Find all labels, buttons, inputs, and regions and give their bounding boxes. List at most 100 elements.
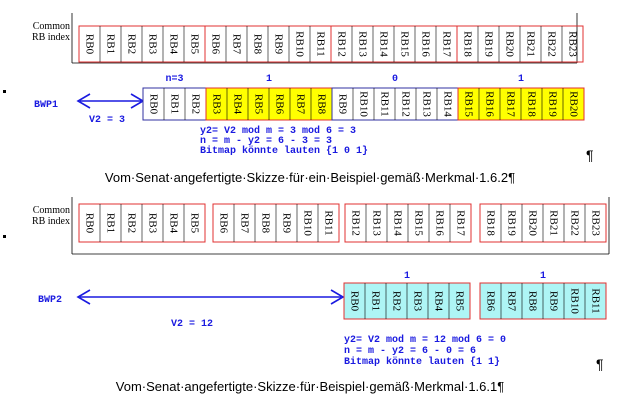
rb-cell: RB20: [527, 210, 539, 236]
list-bullet: [3, 235, 6, 238]
rb-cell: RB5: [189, 213, 201, 234]
rb-cell: RB10: [358, 91, 370, 117]
rb-index-label: RB index: [32, 216, 70, 227]
v2-label: V2 = 3: [89, 115, 125, 126]
rb-cell: RB7: [239, 213, 251, 234]
group-bit-header: 1: [266, 74, 272, 85]
rb-cell: RB1: [105, 213, 117, 233]
rb-cell: RB7: [506, 291, 518, 312]
formula-line: n = m - y2 = 6 - 0 = 6: [344, 346, 476, 357]
bwp-offset-arrow: [76, 93, 145, 109]
formula-line: Bitmap könnte lauten {1 0 1}: [200, 145, 368, 157]
rb-cell: RB14: [442, 91, 454, 117]
rb-cell: RB11: [315, 31, 327, 56]
rb-cell: RB4: [232, 94, 244, 115]
rb-index-label: RB index: [32, 32, 70, 43]
rb-cell: RB22: [546, 31, 558, 57]
rb-cell: RB17: [505, 91, 517, 117]
arrow-head-right: [330, 289, 345, 305]
group-bit-header: 1: [540, 271, 546, 282]
rb-cell: RB4: [433, 291, 445, 312]
rb-cell: RB18: [485, 210, 497, 236]
rb-cell: RB12: [400, 91, 412, 117]
rb-cell: RB4: [168, 213, 180, 234]
rb-cell: RB18: [462, 31, 474, 57]
group-bit-header: 1: [404, 271, 410, 282]
common-label: Common: [33, 205, 70, 216]
rb-cell: RB12: [336, 31, 348, 57]
rb-cell: RB0: [349, 291, 361, 312]
rb-cell: RB19: [547, 91, 559, 117]
rb-cell: RB10: [302, 210, 314, 236]
rb-cell: RB16: [484, 91, 496, 117]
rb-cell: RB1: [169, 94, 181, 114]
rb-cell: RB2: [391, 291, 403, 311]
rb-cell: RB16: [434, 210, 446, 236]
rb-cell: RB8: [252, 34, 264, 55]
rb-cell: RB8: [316, 94, 328, 115]
rb-cell: RB0: [148, 94, 160, 115]
rb-cell: RB6: [274, 94, 286, 115]
rb-cell: RB15: [399, 31, 411, 57]
common-label: Common: [33, 21, 70, 32]
rb-cell: RB5: [189, 34, 201, 55]
rb-cell: RB21: [525, 31, 537, 57]
rb-cell: RB11: [323, 210, 335, 235]
formula-line: Bitmap könnte lauten {1 1}: [344, 356, 500, 368]
arrow-head-left: [76, 93, 91, 109]
rb-cell: RB22: [569, 210, 581, 236]
rb-cell: RB8: [527, 291, 539, 312]
rb-cell: RB9: [337, 94, 349, 115]
rb-cell: RB7: [295, 94, 307, 115]
rb-cell: RB2: [126, 34, 138, 54]
figure-1-caption: Vom·Senat·angefertigte·Skizze·für·ein·Be…: [104, 170, 516, 185]
rb-cell: RB11: [590, 288, 602, 313]
rb-cell: RB19: [483, 31, 495, 57]
group-bit-header: 1: [518, 74, 524, 85]
rb-cell: RB13: [357, 31, 369, 57]
rb-cell: RB1: [105, 34, 117, 54]
formula-line: y2= V2 mod m = 12 mod 6 = 0: [344, 334, 506, 346]
rb-cell: RB2: [126, 213, 138, 233]
rb-cell: RB3: [147, 34, 159, 55]
rb-cell: RB18: [526, 91, 538, 117]
arrow-head-left: [76, 289, 91, 305]
rb-cell: RB9: [281, 213, 293, 234]
rb-cell: RB23: [567, 31, 579, 57]
rb-cell: RB11: [379, 91, 391, 116]
rb-cell: RB10: [294, 31, 306, 57]
rb-cell: RB9: [548, 291, 560, 312]
rb-cell: RB15: [463, 91, 475, 117]
group-bit-header: n=3: [165, 74, 183, 85]
rb-cell: RB3: [147, 213, 159, 234]
rb-cell: RB23: [590, 210, 602, 236]
bwp-offset-arrow: [76, 289, 345, 305]
list-bullet: [3, 90, 6, 93]
rb-cell: RB10: [569, 288, 581, 314]
v2-label: V2 = 12: [171, 319, 213, 330]
rb-cell: RB15: [413, 210, 425, 236]
rb-cell: RB20: [568, 91, 580, 117]
rb-cell: RB14: [392, 210, 404, 236]
rb-cell: RB17: [441, 31, 453, 57]
formula-line: y2= V2 mod m = 3 mod 6 = 3: [200, 125, 356, 137]
rb-cell: RB20: [504, 31, 516, 57]
rb-cell: RB16: [420, 31, 432, 57]
rb-cell: RB1: [370, 291, 382, 311]
paragraph-mark: ¶: [586, 147, 594, 163]
rb-group: RB18 RB19 RB20 RB21 RB22 RB23: [456, 25, 584, 63]
rb-cell: RB8: [260, 213, 272, 234]
figure-2-caption: Vom·Senat·angefertigte·Skizze·für·Beispi…: [115, 379, 505, 394]
